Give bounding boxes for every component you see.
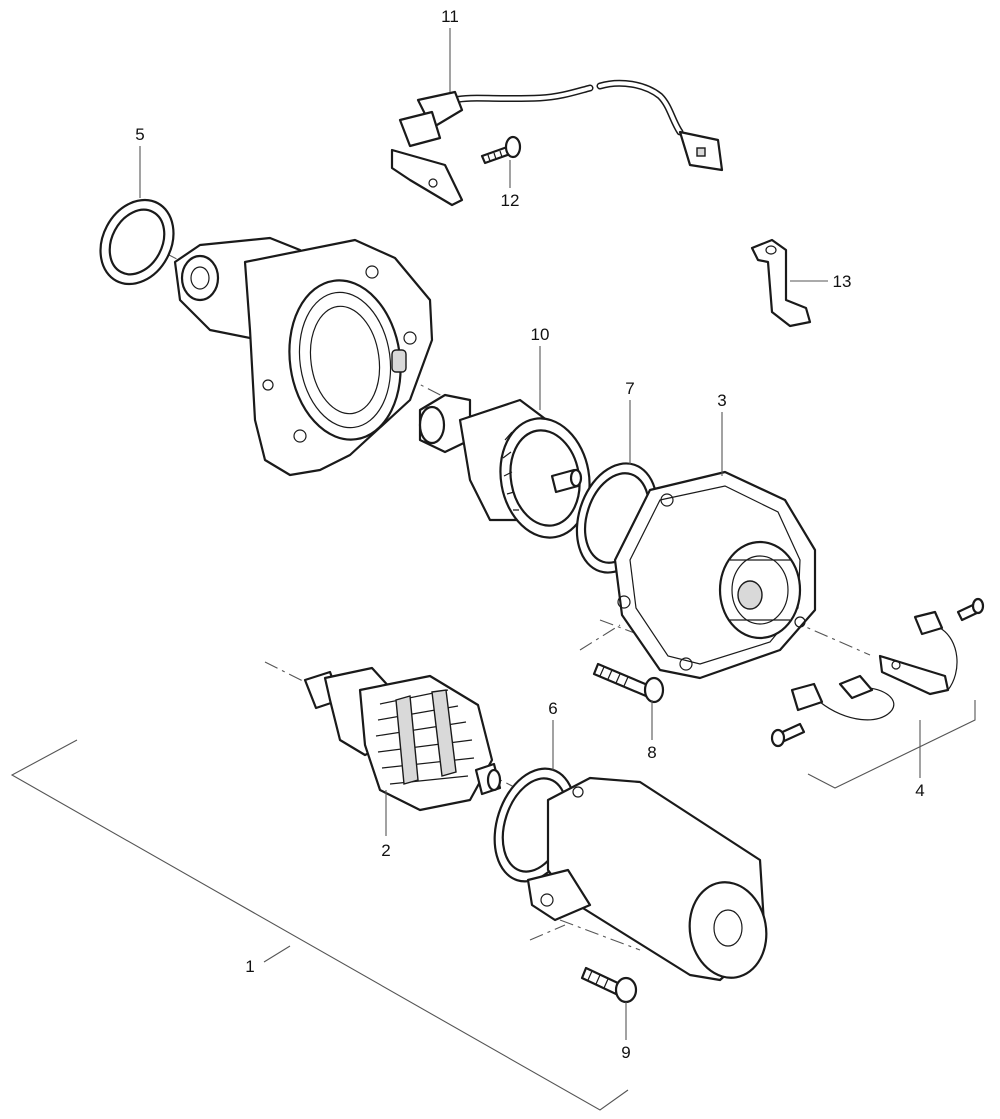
front-housing bbox=[173, 236, 434, 477]
part-13-bracket bbox=[750, 238, 812, 328]
leader-lines bbox=[139, 28, 921, 1040]
callout-5: 5 bbox=[135, 125, 144, 144]
part-5-o-ring bbox=[99, 198, 175, 286]
callout-11: 11 bbox=[441, 7, 459, 26]
part-2-armature bbox=[303, 666, 502, 812]
part-3-rear-cover bbox=[613, 470, 817, 680]
part-11-wire-harness bbox=[390, 79, 724, 207]
part-9-bolt bbox=[580, 966, 638, 1004]
part-10-drive-gear bbox=[418, 393, 591, 539]
part-4-brush-set bbox=[770, 597, 985, 789]
callout-8: 8 bbox=[647, 743, 656, 762]
motor-yoke bbox=[526, 776, 768, 982]
callout-13: 13 bbox=[833, 272, 852, 291]
callout-2: 2 bbox=[381, 841, 390, 860]
callout-7: 7 bbox=[625, 379, 634, 398]
assembly-bracket-1 bbox=[10, 739, 629, 1111]
part-8-through-bolt bbox=[592, 662, 665, 704]
callout-12: 12 bbox=[501, 191, 520, 210]
callout-4: 4 bbox=[915, 781, 924, 800]
callout-1: 1 bbox=[245, 957, 254, 976]
callout-labels: 1 2 3 4 5 6 7 8 9 10 11 12 13 bbox=[135, 7, 924, 1062]
callout-6: 6 bbox=[548, 699, 557, 718]
callout-9: 9 bbox=[621, 1043, 630, 1062]
callout-3: 3 bbox=[717, 391, 726, 410]
part-12-bolt bbox=[480, 135, 522, 165]
callout-10: 10 bbox=[531, 325, 550, 344]
